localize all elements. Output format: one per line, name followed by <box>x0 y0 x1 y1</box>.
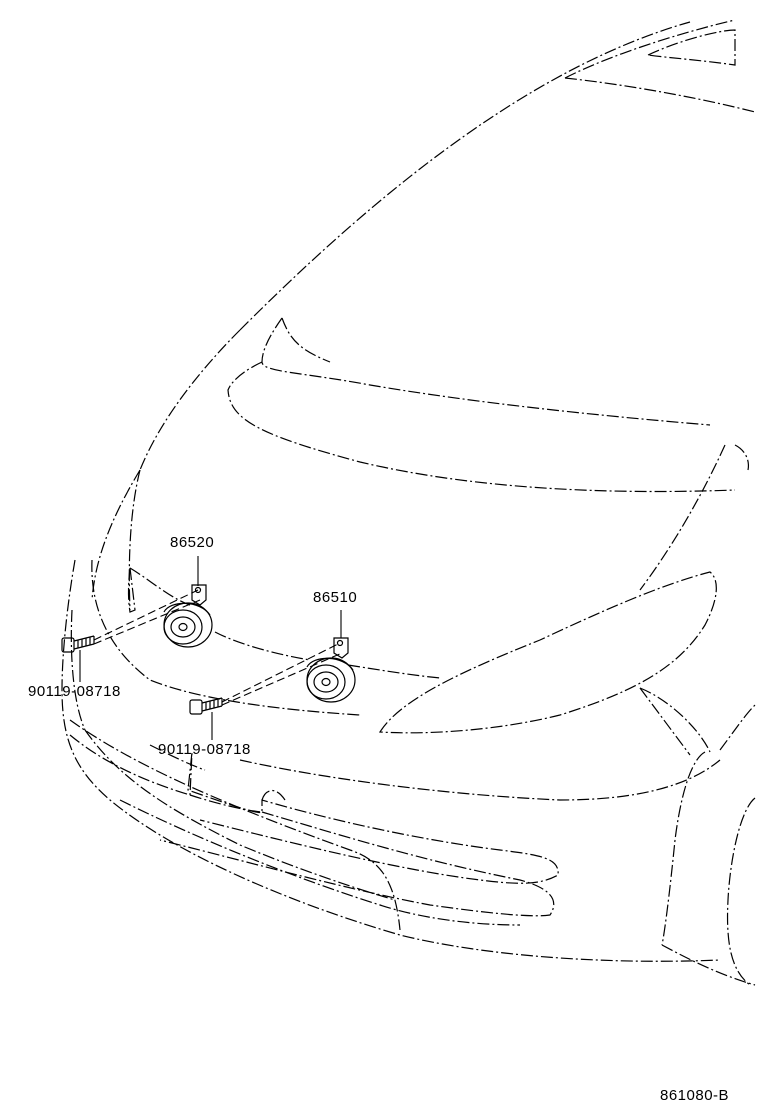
installation-lines <box>93 589 343 706</box>
bolt-left <box>61 635 95 653</box>
car-body-outline <box>61 19 756 986</box>
horn-86510 <box>306 637 356 703</box>
diagram-code: 861080-B <box>660 1087 730 1104</box>
part-label-86510: 86510 <box>313 589 358 606</box>
part-label-86520: 86520 <box>170 534 215 551</box>
part-label-bolt-left: 90119-08718 <box>28 683 121 700</box>
horn-86520 <box>163 584 213 648</box>
leader-lines <box>79 556 342 740</box>
bolt-right <box>189 697 223 715</box>
part-label-bolt-right: 90119-08718 <box>158 741 251 758</box>
